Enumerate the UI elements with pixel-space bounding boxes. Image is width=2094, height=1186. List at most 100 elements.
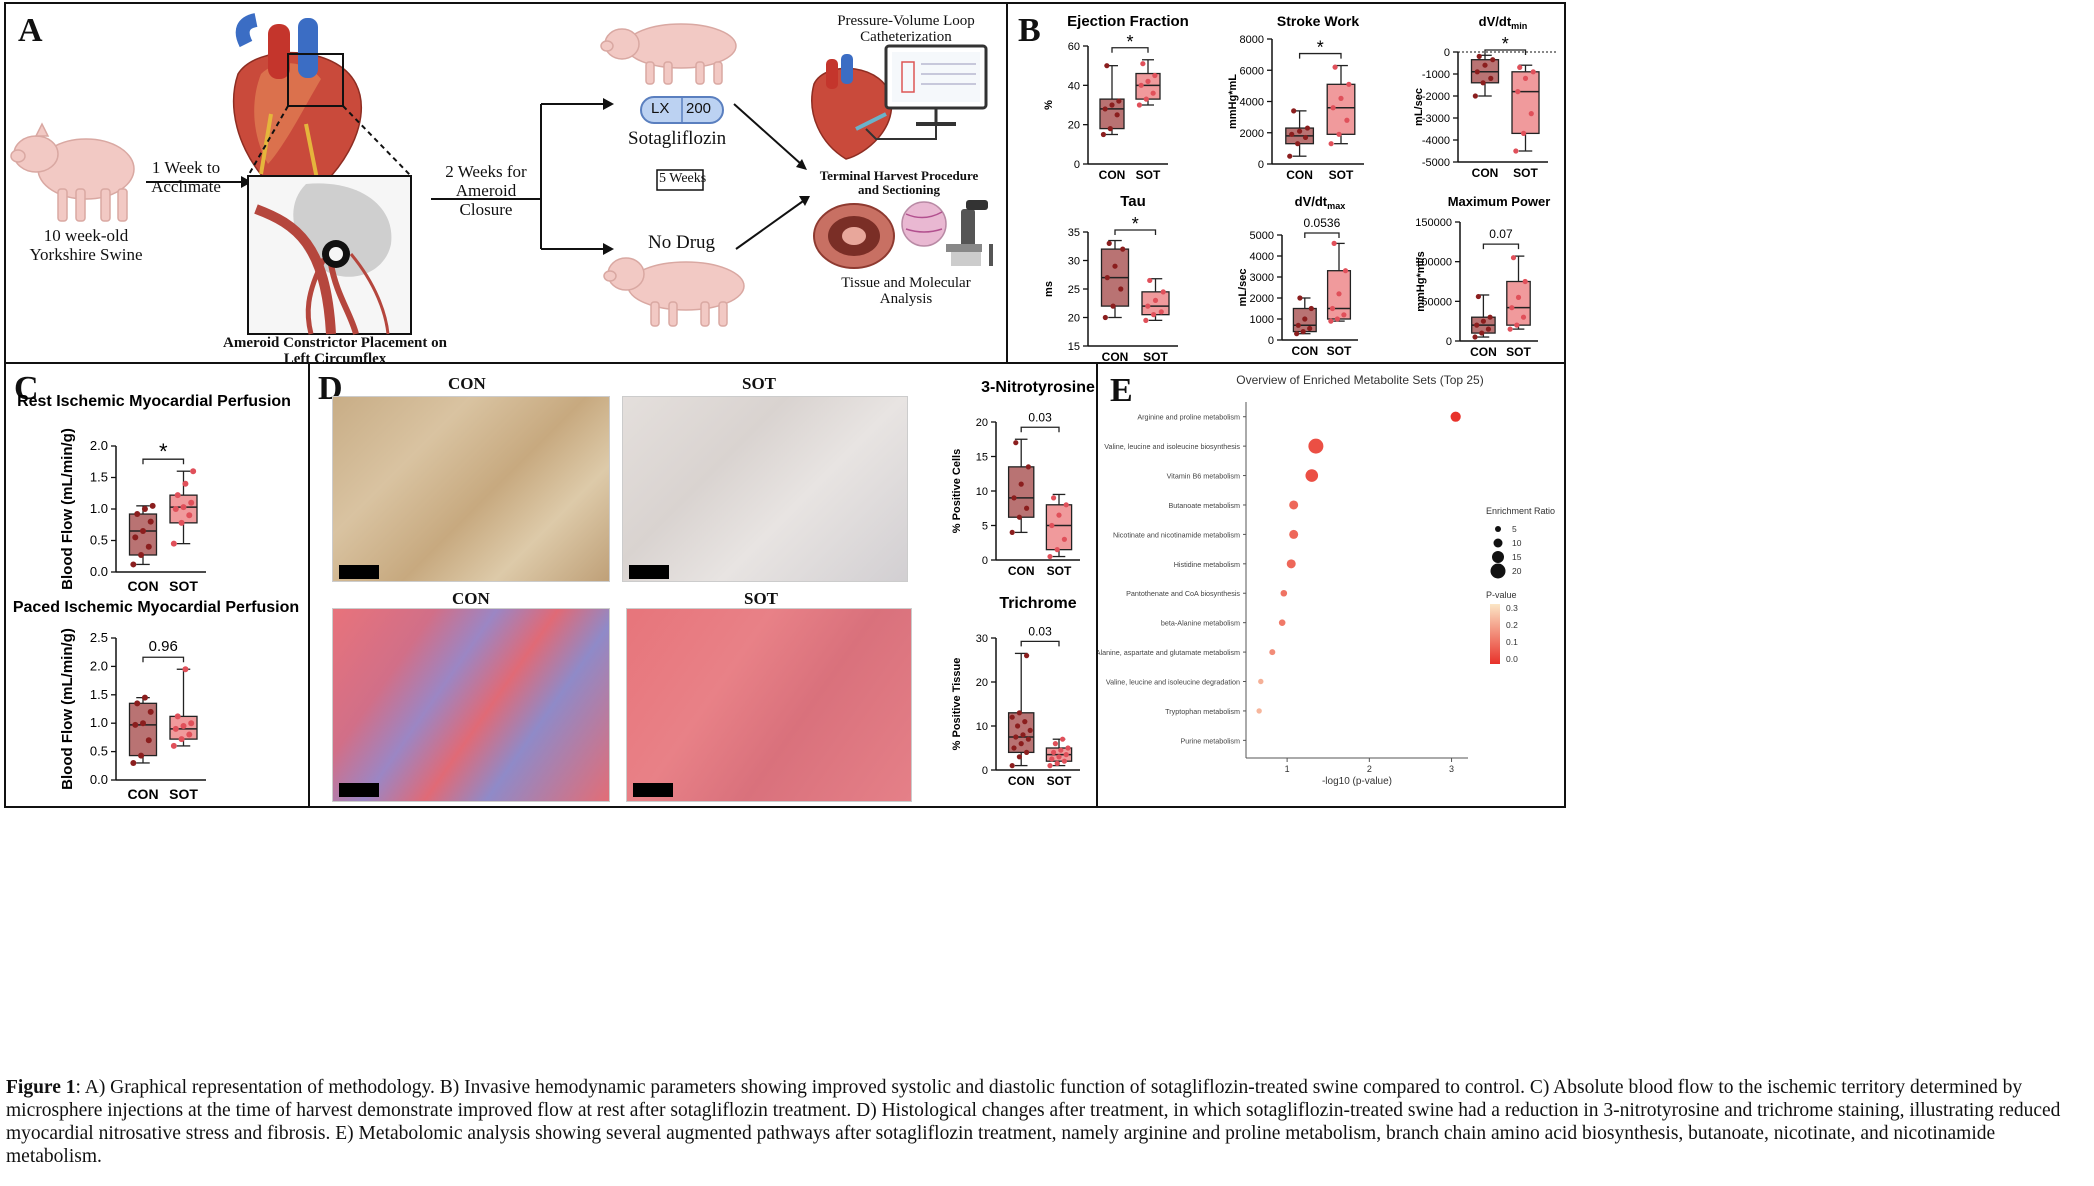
data-point [182,480,189,487]
data-point [1474,69,1480,75]
chart-title: Stroke Work [1277,13,1359,29]
data-point [1509,305,1515,311]
y-tick-label: 0.5 [90,533,108,548]
category-label: SOT [169,578,198,594]
category-label: SOT [1143,350,1168,364]
chart-dvdt-min: dV/dtmin-5000-4000-3000-2000-10000mL/sec… [1413,14,1556,180]
data-point [190,468,197,475]
legend-size-marker [1490,563,1506,579]
data-point [1056,754,1062,760]
category-label: SOT [1513,166,1538,180]
data-point [1065,745,1071,751]
significance-bracket [1111,47,1149,53]
x-tick-label: 1 [1285,764,1290,774]
pill-icon [640,96,724,124]
data-point [1145,78,1151,84]
data-point [1330,105,1336,111]
data-point [1341,312,1347,318]
data-point [1102,106,1108,112]
panel-e-label: E [1110,372,1133,409]
data-point [1476,53,1482,60]
box-con [1007,466,1035,518]
y-tick-label: 0 [1074,159,1080,171]
category-label: CON [1008,564,1035,578]
significance-label: 0.96 [149,638,178,655]
data-point [186,512,193,519]
category-label: Valine, leucine and isoleucine degradati… [1106,678,1240,687]
y-tick-label: 20 [976,417,988,429]
y-tick-label: 0 [1258,159,1264,171]
legend-color-bar [1490,604,1500,664]
data-point [1013,440,1019,446]
y-tick-label: 0 [982,765,988,777]
category-label: CON [1102,350,1129,364]
data-point [132,721,139,728]
significance-label: 0.03 [1028,624,1052,638]
data-point [130,561,137,568]
category-label: Pantothenate and CoA biosynthesis [1126,589,1240,598]
chart-title: dV/dtmin [1479,14,1528,31]
data-point [1507,326,1513,332]
y-tick-label: 0 [982,555,988,567]
data-point [1011,745,1017,751]
y-tick-label: 20 [1068,120,1080,132]
panel-a-label: A [18,12,43,49]
category-label: Butanoate metabolism [1168,501,1240,510]
data-point [1015,723,1021,729]
histology-con-trichrome [332,608,610,802]
data-point [180,723,187,730]
data-point [1024,653,1030,659]
scale-bar [633,783,673,797]
heart-icon [232,13,362,205]
x-tick-label: 2 [1367,764,1372,774]
data-point [174,492,181,499]
d-sot-bottom: SOT [744,589,779,608]
legend-size-label: 10 [1512,538,1522,548]
category-label: CON [127,578,158,594]
data-point [1118,286,1124,292]
pill-left-text: LX [651,100,670,117]
data-point [1295,141,1301,147]
category-label: Valine, leucine and isoleucine biosynthe… [1104,442,1240,451]
monitor-icon [865,44,988,140]
y-tick-label: 6000 [1240,65,1264,77]
y-tick-label: 1.5 [90,470,108,485]
y-tick-label: 1000 [1250,314,1274,326]
data-point [1056,512,1062,518]
y-tick-label: -3000 [1422,113,1450,125]
data-point [149,502,156,509]
data-point [170,540,177,547]
data-point [138,752,145,759]
data-point [1009,529,1015,535]
data-point [1488,75,1494,81]
y-tick-label: 50000 [1421,296,1452,308]
data-point [1472,93,1478,99]
category-label: CON [1008,774,1035,788]
data-point [1016,710,1022,716]
category-label: Tryptophan metabolism [1165,707,1240,716]
data-point [178,519,185,526]
y-axis-label: mL/sec [1413,88,1425,126]
y-tick-label: 0.0 [90,772,108,787]
chart-title: Paced Ischemic Myocardial Perfusion [13,599,299,616]
data-point [1472,334,1478,340]
histology-sot-trichrome [626,608,912,802]
data-point [1304,125,1311,131]
data-point [1336,291,1342,297]
legend-color-label: 0.0 [1506,654,1518,664]
data-point [1112,263,1118,269]
category-label: SOT [169,786,198,802]
no-drug-label: No Drug [648,232,716,253]
data-point [188,499,195,506]
data-point [1047,553,1053,560]
data-point [1487,314,1493,320]
data-point [1334,316,1340,322]
pv-title: Pressure-Volume Loop Catheterization [837,13,975,45]
data-point [1009,714,1015,720]
legend-size-label: 5 [1512,524,1517,534]
data-point [1016,514,1022,520]
harvest-label: Terminal Harvest Procedure and Sectionin… [819,168,979,197]
